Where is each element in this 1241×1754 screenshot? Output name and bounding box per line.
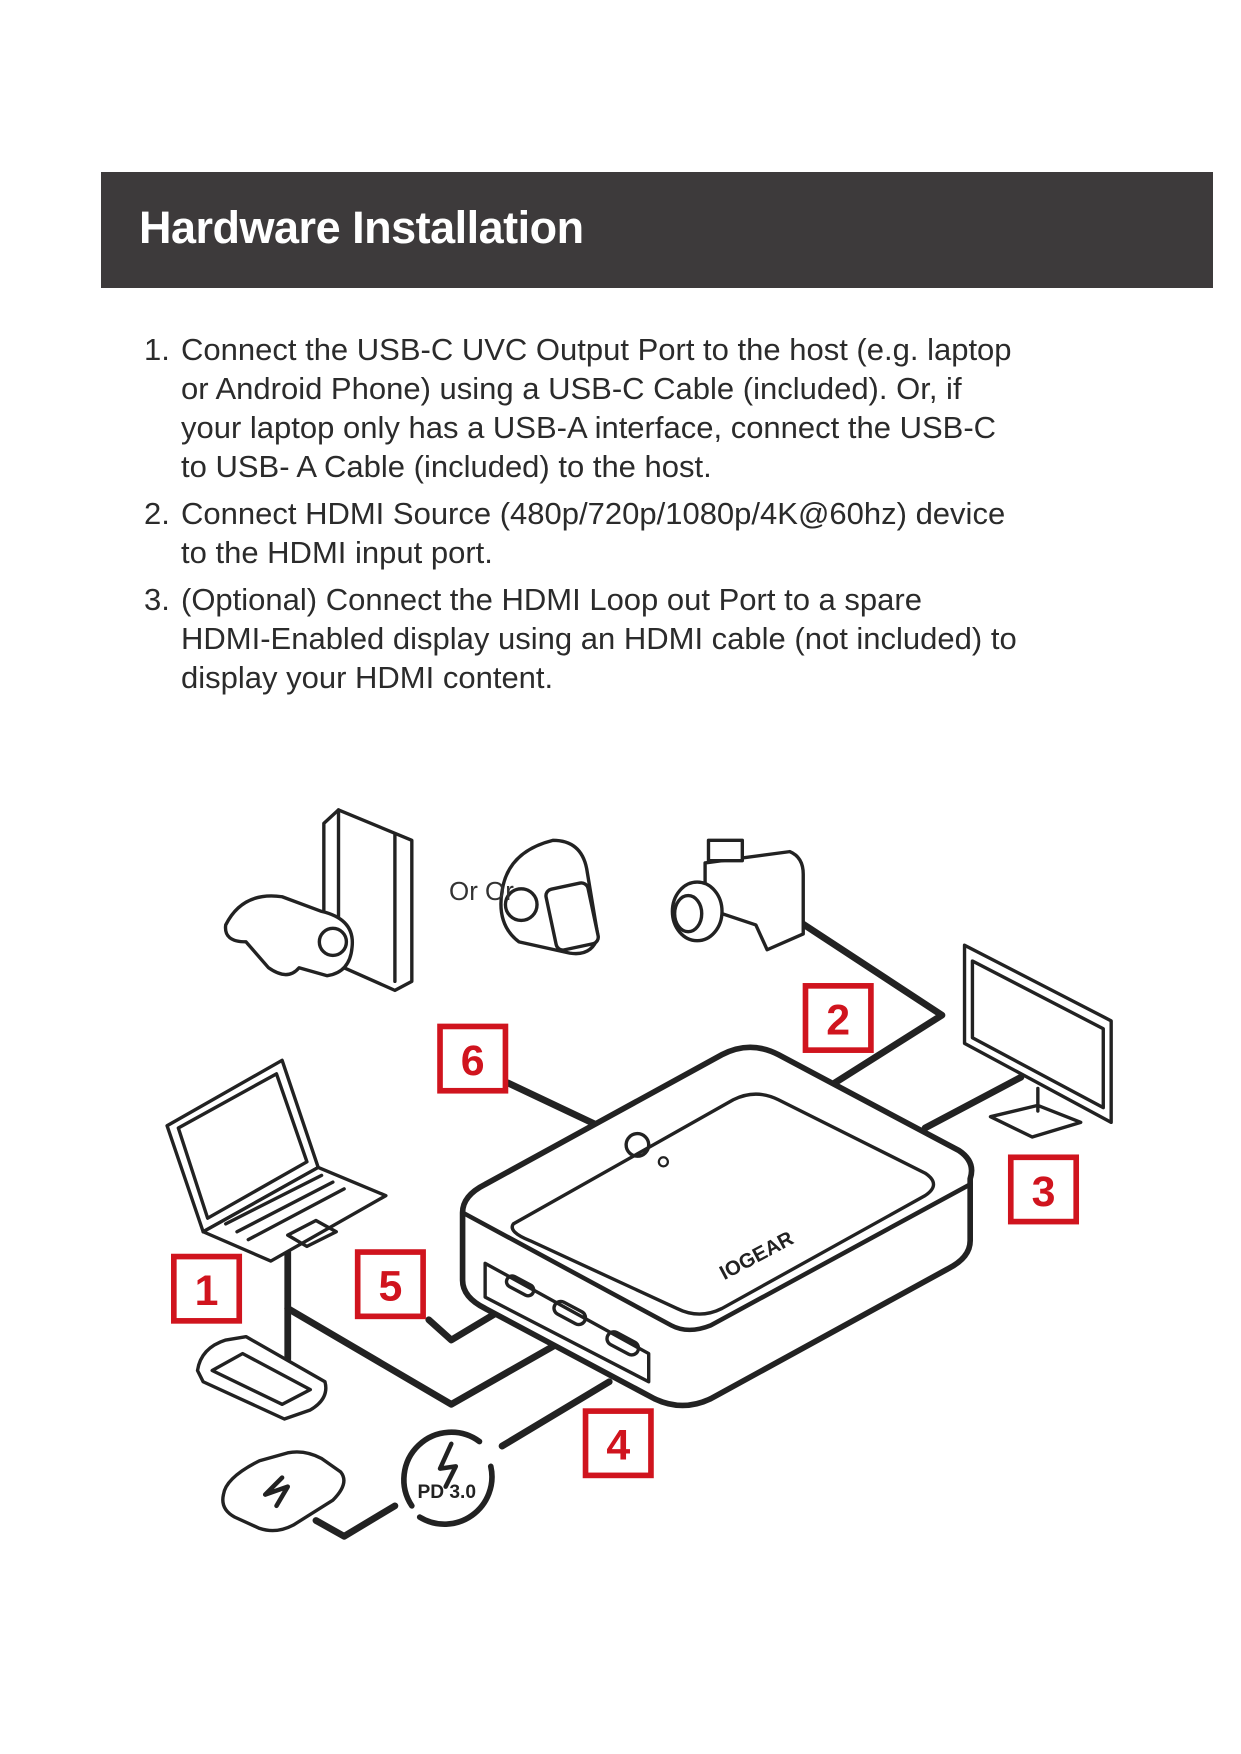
section-header: Hardware Installation xyxy=(101,172,1213,288)
callout-box-2 xyxy=(802,983,874,1053)
section-title: Hardware Installation xyxy=(139,202,584,253)
step-line: to USB- A Cable (included) to the host. xyxy=(181,449,712,484)
step-number: 2. xyxy=(144,496,170,531)
step-number: 1. xyxy=(144,332,170,367)
callout-3: 3 xyxy=(1032,1168,1056,1216)
callout-box-6 xyxy=(437,1023,509,1094)
callout-box-4 xyxy=(582,1408,654,1479)
step-line: Connect HDMI Source (480p/720p/1080p/4K@… xyxy=(181,496,1006,531)
monitor-icon xyxy=(962,943,1113,1139)
callout-5: 5 xyxy=(378,1263,402,1311)
step-line: or Android Phone) using a USB-C Cable (i… xyxy=(181,371,962,406)
phone-icon xyxy=(195,1334,328,1421)
step-number: 3. xyxy=(144,582,170,617)
callout-box-1 xyxy=(171,1253,243,1324)
callout-1: 1 xyxy=(195,1267,219,1315)
step-line: display your HDMI content. xyxy=(181,660,554,695)
step-line: (Optional) Connect the HDMI Loop out Por… xyxy=(181,582,922,617)
pd-charging-icon xyxy=(401,1429,495,1527)
callout-6: 6 xyxy=(461,1037,485,1085)
callout-4: 4 xyxy=(606,1422,630,1470)
or-text: Or Or xyxy=(449,878,514,906)
step-line: Connect the USB-C UVC Output Port to the… xyxy=(181,332,1012,367)
callout-2: 2 xyxy=(826,996,850,1044)
step-line: your laptop only has a USB-A interface, … xyxy=(181,410,997,445)
step-3: 3. (Optional) Connect the HDMI Loop out … xyxy=(144,580,1094,697)
camera-icon xyxy=(670,838,805,952)
callout-box-3 xyxy=(1007,1154,1080,1225)
pd-label: PD 3.0 xyxy=(417,1482,476,1503)
laptop-icon xyxy=(165,1058,388,1263)
step-2: 2. Connect HDMI Source (480p/720p/1080p/… xyxy=(144,494,1094,572)
camcorder-icon xyxy=(499,838,600,956)
installation-steps: 1. Connect the USB-C UVC Output Port to … xyxy=(144,330,1094,705)
game-console-icon xyxy=(223,808,414,993)
callouts xyxy=(171,983,1080,1479)
callout-box-5 xyxy=(354,1249,426,1320)
step-line: to the HDMI input port. xyxy=(181,535,493,570)
step-line: HDMI-Enabled display using an HDMI cable… xyxy=(181,621,1017,656)
power-adapter-icon xyxy=(221,1450,346,1533)
capture-device-icon xyxy=(459,1044,975,1409)
step-1: 1. Connect the USB-C UVC Output Port to … xyxy=(144,330,1094,486)
